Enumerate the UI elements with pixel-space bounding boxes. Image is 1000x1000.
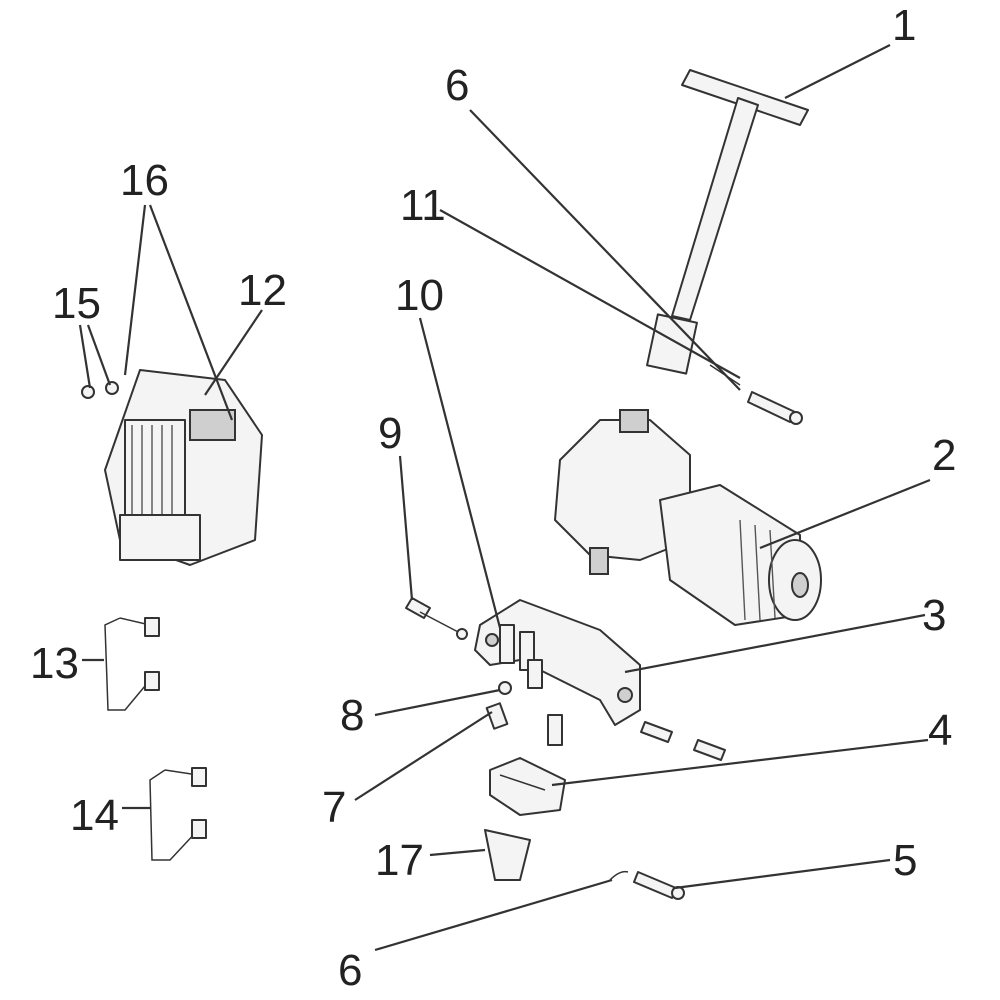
callout-16: 16 (120, 156, 169, 205)
controller-module-part (81, 369, 263, 566)
callout-1: 1 (892, 1, 916, 50)
callout-8: 8 (340, 691, 364, 740)
bottom-bolt-part (609, 870, 685, 900)
cable-harness-13 (104, 617, 160, 711)
callout-15: 15 (52, 279, 101, 328)
callout-10: 10 (395, 271, 444, 320)
callout-9: 9 (378, 409, 402, 458)
mounting-bracket-part (474, 599, 641, 726)
callout-6-bottom: 6 (338, 946, 362, 995)
callout-17: 17 (375, 836, 424, 885)
cover-part (489, 757, 566, 816)
motor-gearbox-part (554, 409, 822, 626)
callout-13: 13 (30, 639, 79, 688)
leader-lines (78, 44, 931, 952)
shield-part (484, 829, 531, 881)
callout-4: 4 (928, 706, 952, 755)
cable-harness-14 (149, 767, 207, 861)
shaft-bolt-part (709, 364, 803, 425)
callout-14: 14 (70, 791, 119, 840)
steering-shaft-part (646, 69, 809, 375)
callout-labels: 1 2 3 4 5 6 6 7 8 9 10 11 12 13 14 15 16… (30, 1, 956, 995)
callout-3: 3 (922, 591, 946, 640)
callout-6-top: 6 (445, 61, 469, 110)
callout-7: 7 (322, 783, 346, 832)
callout-5: 5 (893, 836, 917, 885)
callout-12: 12 (238, 266, 287, 315)
callout-11: 11 (400, 181, 446, 230)
fastener-bolts (405, 597, 726, 761)
callout-2: 2 (932, 431, 956, 480)
